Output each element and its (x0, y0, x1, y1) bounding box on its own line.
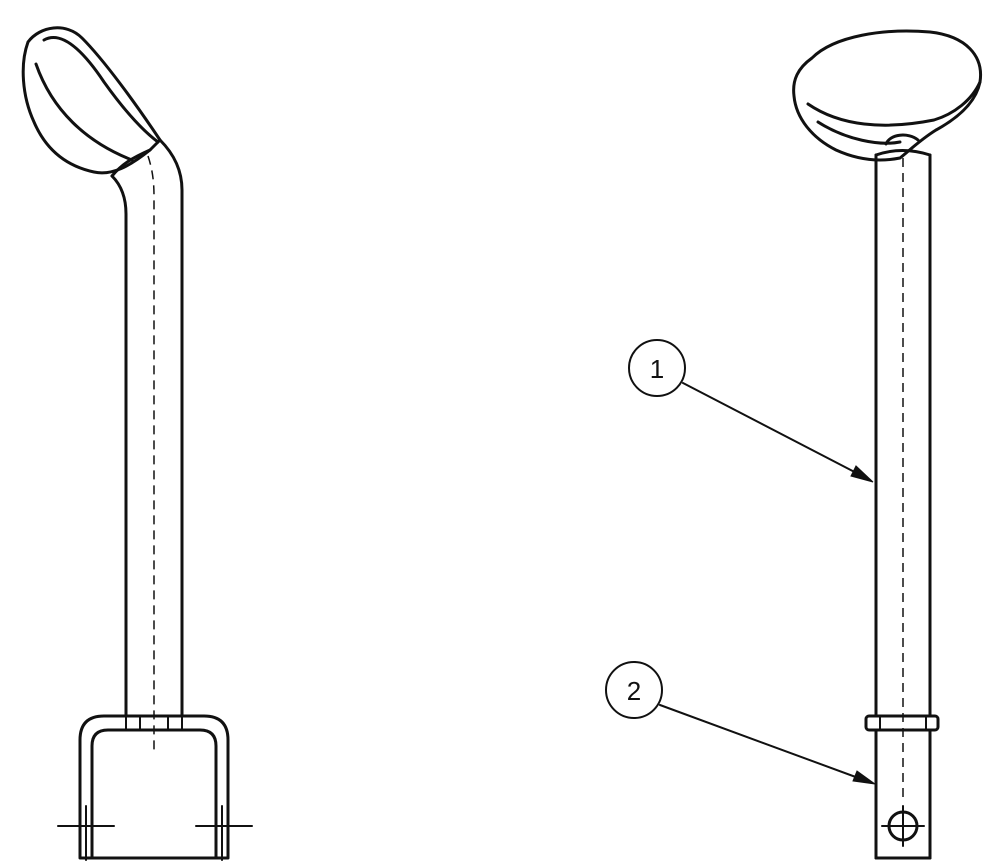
callout-1: 1 (628, 339, 874, 483)
callout-2-label: 2 (627, 676, 641, 706)
side-view-grip (21, 26, 162, 175)
callout-1-bubble (628, 339, 686, 397)
side-view-centerlines (57, 805, 253, 861)
side-view (21, 26, 253, 861)
callout-2: 2 (605, 661, 876, 785)
callout-2-arrowhead (852, 770, 876, 785)
side-view-fork (78, 714, 230, 860)
front-view-grip (792, 29, 983, 162)
side-view-tube (110, 138, 184, 752)
callout-1-arrowhead (850, 465, 874, 483)
callout-1-label: 1 (650, 354, 664, 384)
callout-2-bubble (605, 661, 663, 719)
front-view (792, 29, 983, 860)
front-view-pin (874, 728, 932, 860)
front-view-tube (874, 149, 932, 800)
front-view-collar (864, 714, 940, 732)
